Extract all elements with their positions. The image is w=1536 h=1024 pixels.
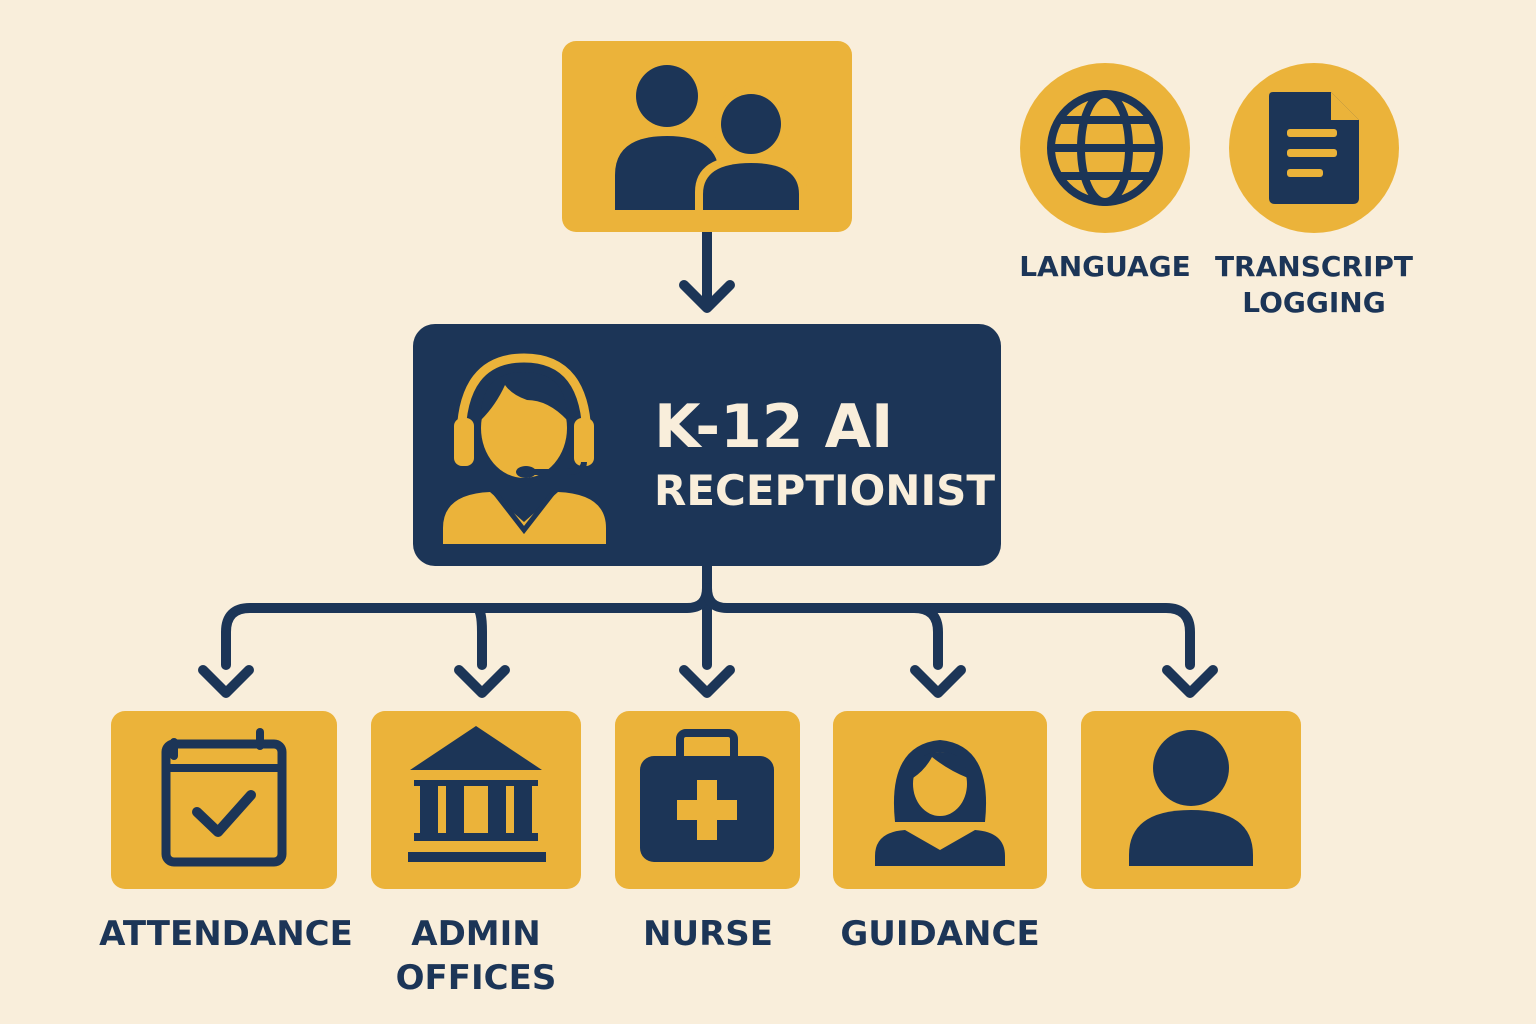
destination-label-admin-line2: OFFICES [395,958,557,998]
destination-attendance [111,711,337,889]
arrowhead-attendance [198,665,254,698]
destination-admin-offices [371,711,581,889]
medical-kit-icon [640,729,774,862]
connector-branch-left [221,583,712,670]
woman-icon [875,740,1005,866]
feature-transcript-logging [1229,63,1399,233]
destination-label-guidance: GUIDANCE [840,914,1040,954]
destination-nurse [615,711,800,889]
destination-label-attendance: ATTENDANCE [99,914,353,954]
connector-branch-right [702,583,1195,670]
destination-guidance [833,711,1047,889]
connector-branch-guidance [909,603,943,670]
top-node [562,41,852,232]
document-icon [1269,92,1359,204]
globe-icon [1047,90,1163,206]
arrowhead-admin [454,665,510,698]
person-icon [1129,730,1253,866]
destination-person [1081,711,1301,889]
arrowhead-main [679,280,735,313]
feature-label-language: LANGUAGE [1019,250,1191,283]
arrowhead-nurse [679,665,735,698]
calendar-check-icon [161,728,287,867]
headset-agent-icon [443,353,606,544]
main-node [413,324,1001,566]
destination-label-nurse: NURSE [643,914,773,954]
people-group-icon [615,65,807,212]
connectors [198,227,1218,698]
destination-label-admin-line1: ADMIN [411,914,541,954]
arrowhead-guidance [910,665,966,698]
main-title-line2: RECEPTIONIST [654,466,995,515]
feature-label-transcript-line2: LOGGING [1242,286,1386,319]
feature-label-transcript-line1: TRANSCRIPT [1214,250,1414,283]
connector-branch-admin [471,603,487,670]
main-title-line1: K-12 AI [654,392,894,462]
feature-language [1020,63,1190,233]
arrowhead-person [1162,665,1218,698]
building-columns-icon [408,726,546,862]
